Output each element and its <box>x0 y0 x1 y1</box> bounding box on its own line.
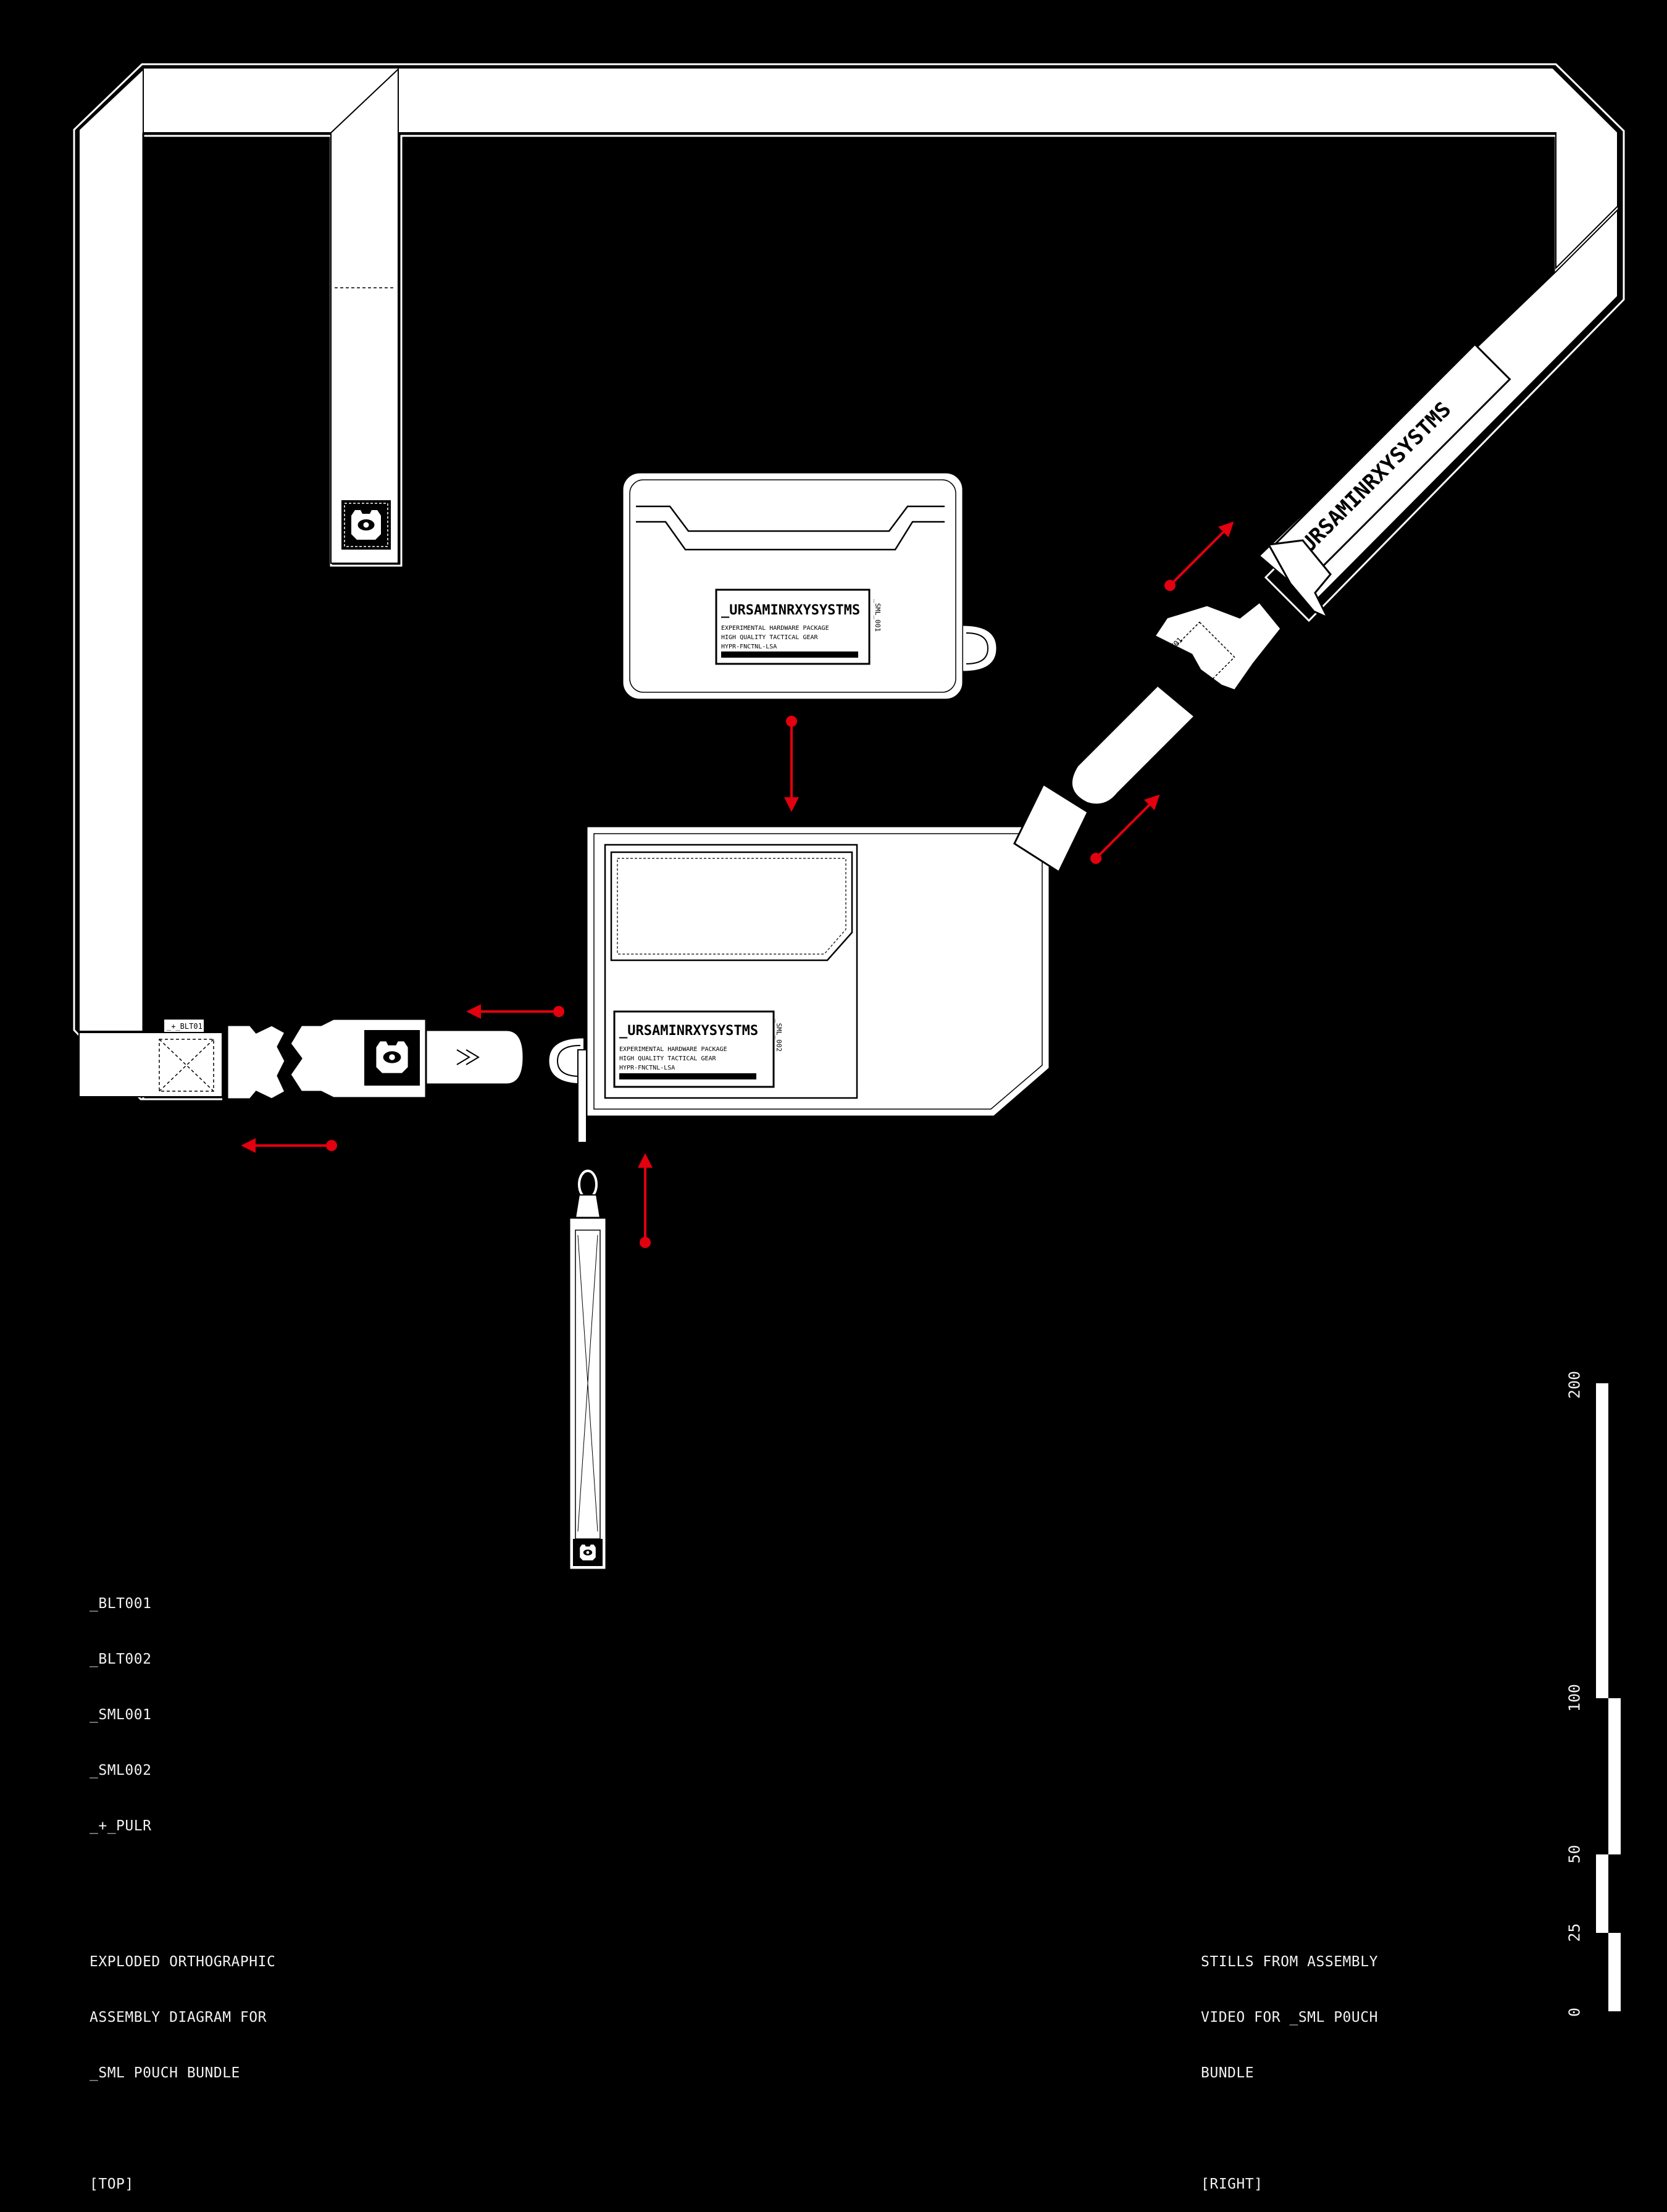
scale-tick-label: 100 <box>1565 1683 1584 1712</box>
scale-tick-label: 25 <box>1565 1923 1584 1942</box>
svg-text:_SML_002: _SML_002 <box>775 1019 783 1052</box>
stitch-box-icon <box>159 1039 214 1092</box>
svg-text:EXPERIMENTAL HARDWARE PACKAGE: EXPERIMENTAL HARDWARE PACKAGE <box>721 625 829 632</box>
caption-line: _SML P0UCH BUNDLE <box>90 2065 240 2081</box>
corner-tab <box>1013 782 1089 874</box>
assembly-diagram: _URSAMINRXYSYSTMS _+_BLT01 _URSAMINRXYSY… <box>73 63 1625 2011</box>
buckle-female <box>226 1024 287 1100</box>
eye-logo-icon <box>376 1041 408 1073</box>
part-item: _+_PULR <box>90 1818 152 1834</box>
eye-logo-icon <box>580 1544 596 1561</box>
scale-bar <box>1596 1383 1621 2011</box>
svg-text:_URSAMINRXYSYSTMS: _URSAMINRXYSYSTMS <box>619 1023 758 1039</box>
left-buckle: _+_BLT01 <box>163 1018 525 1100</box>
right-buckle: _+_BLT01 <box>1070 539 1332 806</box>
d-ring-icon <box>963 624 998 673</box>
strap-outline <box>73 63 1625 1100</box>
scale-tick-label: 50 <box>1565 1845 1584 1864</box>
svg-text:_SML_001: _SML_001 <box>874 599 882 632</box>
buckle-tag <box>163 1018 205 1033</box>
caption-line: VIDEO FOR _SML P0UCH <box>1201 2009 1378 2026</box>
caption-line: EXPLODED ORTHOGRAPHIC <box>90 1954 276 1970</box>
main-pouch: _URSAMINRXYSYSTMS EXPERIMENTAL HARDWARE … <box>547 782 1089 1143</box>
parts-list: _BLT001 _BLT002 _SML001 _SML002 _+_PULR <box>90 1557 151 1854</box>
arrow-strap-up-right <box>1169 521 1234 587</box>
pull-tab <box>425 1029 525 1086</box>
svg-text:HYPR-FNCTNL-LSA: HYPR-FNCTNL-LSA <box>619 1065 675 1071</box>
eye-logo-icon <box>351 510 381 540</box>
buckle-male <box>1153 600 1282 692</box>
scale-tick-label: 0 <box>1565 2007 1584 2017</box>
caption-right: STILLS FROM ASSEMBLY VIDEO FOR _SML P0UC… <box>1201 1916 1378 2212</box>
caption-left: EXPLODED ORTHOGRAPHIC ASSEMBLY DIAGRAM F… <box>90 1916 275 2212</box>
pull-tab <box>1070 684 1197 806</box>
caption-line: ASSEMBLY DIAGRAM FOR <box>90 2009 267 2026</box>
d-ring-icon <box>547 1036 584 1086</box>
view-label: [RIGHT] <box>1201 2176 1263 2192</box>
puller <box>568 1170 608 1571</box>
svg-text:EXPERIMENTAL HARDWARE PACKAGE: EXPERIMENTAL HARDWARE PACKAGE <box>619 1046 727 1053</box>
part-item: _SML002 <box>90 1762 152 1778</box>
strap-left-band <box>78 67 144 1032</box>
main-strap: _URSAMINRXYSYSTMS <box>73 63 1625 1100</box>
svg-text:HIGH QUALITY TACTICAL GEAR: HIGH QUALITY TACTICAL GEAR <box>619 1055 717 1062</box>
scale-tick-label: 200 <box>1565 1370 1584 1399</box>
part-item: _BLT002 <box>90 1651 152 1667</box>
buckle-female <box>1267 539 1332 620</box>
svg-text:_URSAMINRXYSYSTMS: _URSAMINRXYSYSTMS <box>721 603 860 618</box>
caption-line: STILLS FROM ASSEMBLY <box>1201 1954 1378 1970</box>
arrow-clip-up-right <box>1095 794 1160 860</box>
strap-label: _URSAMINRXYSYSTMS <box>1272 343 1511 582</box>
part-item: _SML001 <box>90 1707 152 1723</box>
top-pouch: _URSAMINRXYSYSTMS EXPERIMENTAL HARDWARE … <box>621 471 998 701</box>
assembly-arrows <box>241 521 1234 1248</box>
strap-tail <box>330 67 399 564</box>
part-item: _BLT001 <box>90 1596 152 1612</box>
view-label: [TOP] <box>90 2176 134 2192</box>
svg-text:HIGH QUALITY TACTICAL GEAR: HIGH QUALITY TACTICAL GEAR <box>721 634 819 641</box>
caption-line: BUNDLE <box>1201 2065 1255 2081</box>
svg-text:HYPR-FNCTNL-LSA: HYPR-FNCTNL-LSA <box>721 643 777 650</box>
svg-text:_+_BLT01: _+_BLT01 <box>167 1022 203 1031</box>
